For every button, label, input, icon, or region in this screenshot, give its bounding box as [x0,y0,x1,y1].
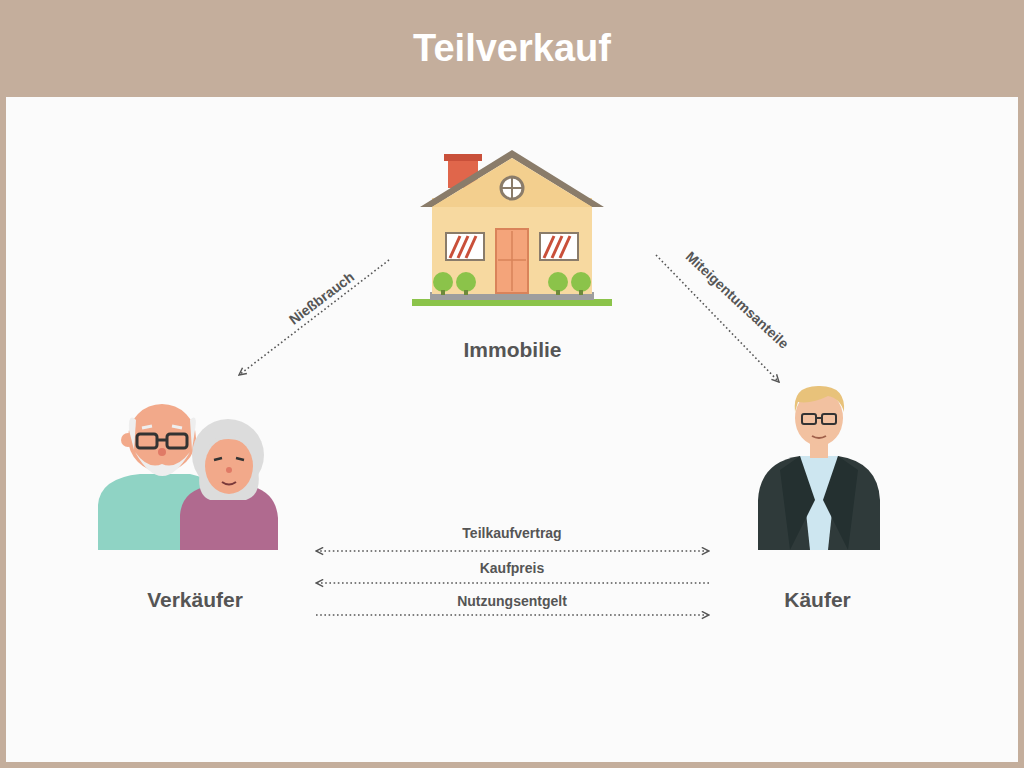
edge-label: Teilkaufvertrag [462,525,561,541]
page-ground [6,97,1018,762]
dotted-connector [239,260,389,375]
node-label: Verkäufer [89,588,301,612]
edge-label: Nutzungsentgelt [457,593,567,609]
seller-couple-illustration [98,404,278,550]
dotted-connector [316,582,709,584]
property-node: Immobilie [399,145,626,370]
dotted-connector [316,614,709,616]
dotted-connector [316,550,709,552]
buyer-node: Käufer [739,385,896,620]
edge-label: Kaufpreis [480,560,545,576]
house-illustration [412,150,612,306]
buyer-illustration [758,386,880,550]
node-label: Käufer [739,588,896,612]
node-label: Immobilie [399,338,626,362]
seller-node: Verkäufer [89,385,301,620]
page-title: Teilverkauf [0,0,1024,97]
